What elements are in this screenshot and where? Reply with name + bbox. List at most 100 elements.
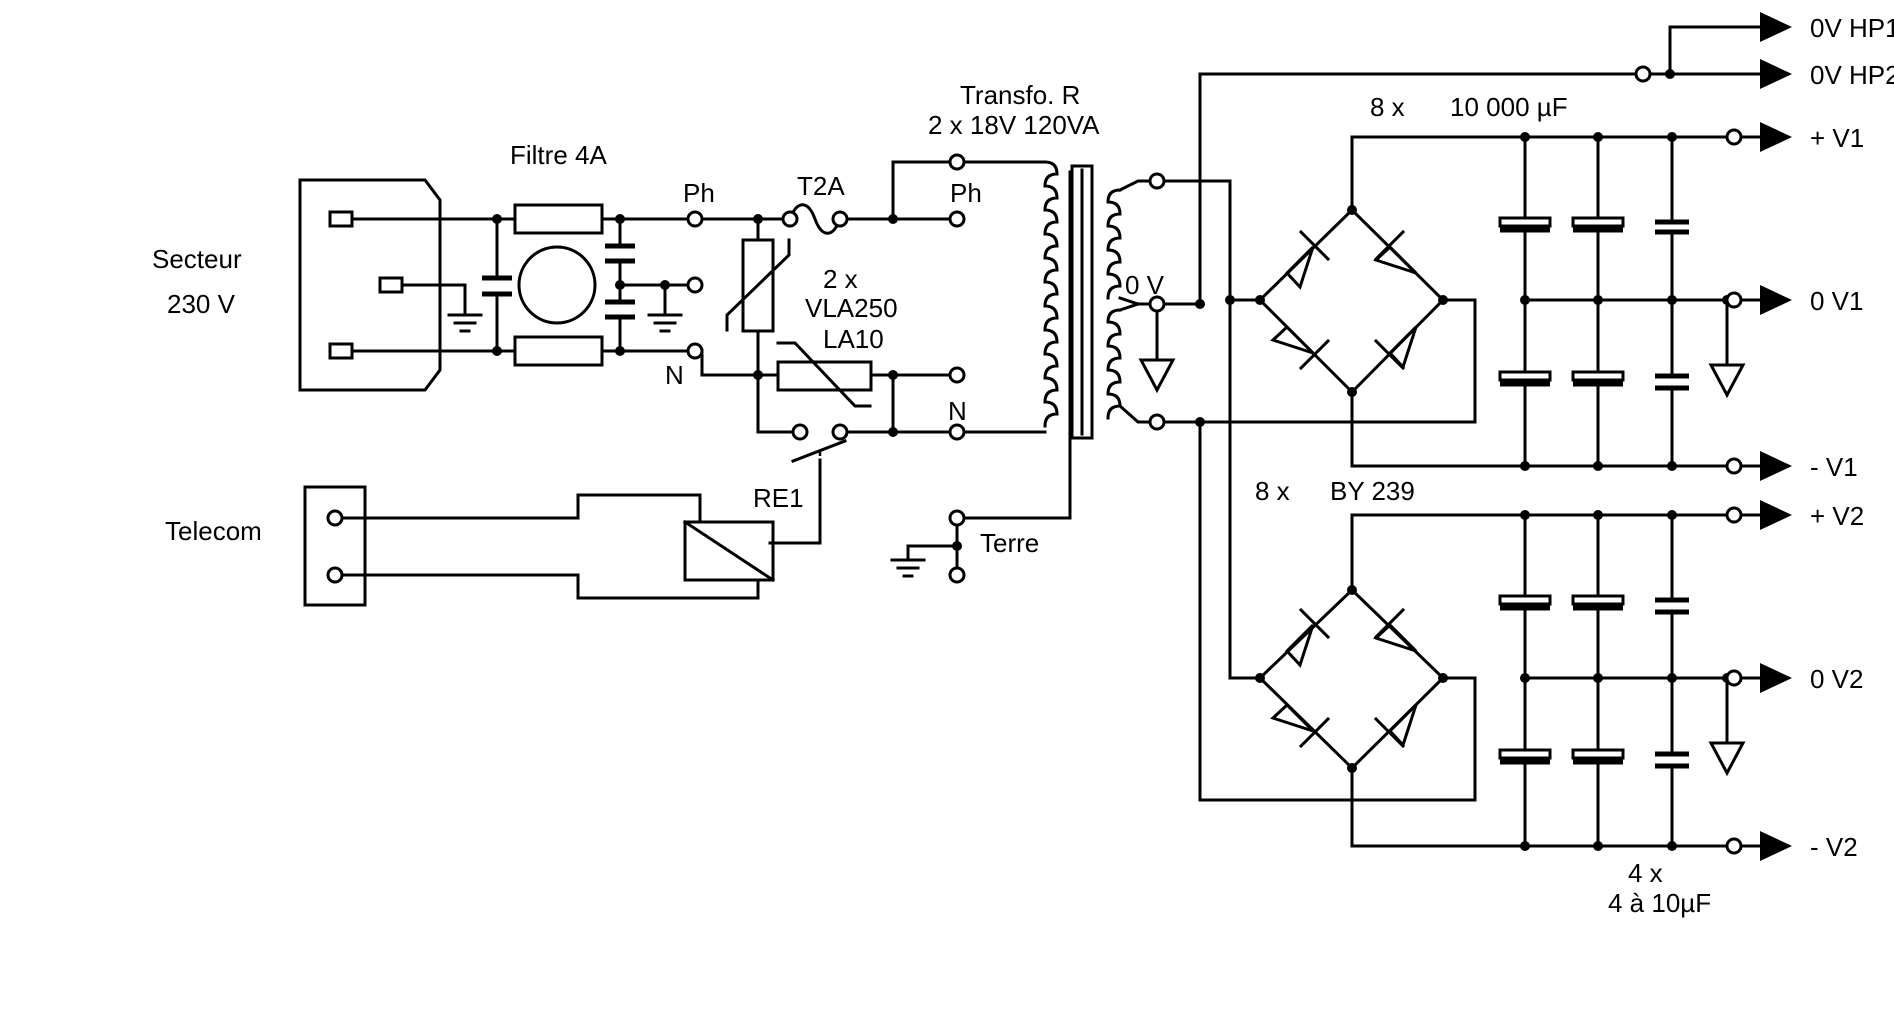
neg-v1-label: - V1 (1810, 452, 1858, 482)
varistor-count-label: 2 x (823, 264, 858, 294)
filter-neutral-terminal (686, 342, 704, 360)
component-labels: 8 x 10 000 µF 8 x BY 239 4 x 4 à 10µF (1255, 92, 1711, 918)
small-cap-2b (1655, 751, 1689, 769)
relay-label: RE1 (753, 483, 804, 513)
bridge-rectifier-2 (1257, 513, 1729, 848)
neutral-label-right: N (948, 396, 967, 426)
filter-label: Filtre 4A (510, 140, 607, 170)
electrolytic-cap-2c (1498, 748, 1552, 760)
pos-v2-terminal (1725, 506, 1743, 524)
neg-v1-terminal (1725, 457, 1743, 475)
diode-b2-3 (1270, 702, 1331, 749)
filter-phase-terminal (686, 210, 704, 228)
secondary-terminal-top (1148, 172, 1166, 190)
earth-terminal-top (948, 509, 966, 527)
zero-v1-label: 0 V1 (1810, 286, 1864, 316)
electrolytic-cap-1a (1498, 216, 1552, 228)
diode-b2-1 (1284, 607, 1331, 668)
small-cap-1b (1655, 373, 1689, 391)
filter-core (517, 245, 597, 325)
zero-v1-terminal (1725, 291, 1743, 309)
telecom-relay-block: Telecom RE1 (165, 483, 804, 607)
small-cap-count-label: 4 x (1628, 858, 1663, 888)
small-cap-value-label: 4 à 10µF (1608, 888, 1711, 918)
secondary-wiring (1162, 72, 1638, 802)
telecom-connector (303, 485, 367, 607)
diode-b1-2 (1373, 229, 1418, 275)
outputs: 0V HP1 0V HP2 + V1 0 V1 - V1 + V2 0 V2 -… (1634, 12, 1894, 862)
neg-v1-arrow (1760, 451, 1792, 481)
diode-b2-4 (1373, 703, 1418, 749)
secondary-terminal-bottom (1148, 413, 1166, 431)
zero-v2-terminal (1725, 669, 1743, 687)
inlet-pin-neutral (328, 342, 354, 360)
phase-label-left: Ph (683, 178, 715, 208)
fuse-label: T2A (797, 171, 845, 201)
hp1-arrow (1760, 12, 1792, 42)
hp2-label: 0V HP2 (1810, 60, 1894, 90)
transformer-secondary-1 (1106, 188, 1122, 300)
electrolytic-cap-1b (1571, 216, 1625, 228)
electrolytic-cap-2a (1498, 594, 1552, 606)
hp2-arrow (1760, 59, 1792, 89)
small-cap-1a (1655, 219, 1689, 235)
diode-b1-3 (1270, 324, 1331, 371)
mains-filter-block: Secteur 230 V Filtre 4A Ph N (152, 140, 715, 392)
bridge-cap-value-label: 10 000 µF (1450, 92, 1568, 122)
earth-terminal-bottom (948, 566, 966, 584)
pos-v1-label: + V1 (1810, 123, 1864, 153)
hp2-terminal (1634, 65, 1652, 83)
electrolytic-cap-1d (1571, 370, 1625, 382)
electrolytic-cap-2d (1571, 748, 1625, 760)
varistor-ref2-label: LA10 (823, 324, 884, 354)
varistor-vertical (741, 238, 775, 333)
transformer-primary (1043, 160, 1059, 428)
primary-phase-terminal-b (948, 210, 966, 228)
mains-label: Secteur (152, 244, 242, 274)
capacitor-bank-1 (1498, 132, 1746, 471)
mains-inlet-outline (298, 178, 442, 392)
filter-choke-bottom (513, 335, 604, 367)
earth-block: Terre (890, 170, 1072, 584)
pos-v2-arrow (1760, 500, 1792, 530)
diode-ref-label: BY 239 (1330, 476, 1415, 506)
filter-choke-top (513, 203, 604, 235)
hp1-label: 0V HP1 (1810, 13, 1894, 43)
filter-earth-terminal (686, 276, 704, 294)
bridge-count-label: 8 x (1370, 92, 1405, 122)
primary-neutral-terminal-b (948, 423, 966, 441)
primary-neutral-terminal-a (948, 366, 966, 384)
transformer-secondary-2 (1106, 308, 1122, 420)
pos-v1-terminal (1725, 128, 1743, 146)
inlet-pin-earth (378, 276, 404, 294)
transformer-rating-label: 2 x 18V 120VA (928, 110, 1100, 140)
neg-v2-label: - V2 (1810, 832, 1858, 862)
telecom-label: Telecom (165, 516, 262, 546)
earth-label: Terre (980, 528, 1039, 558)
neutral-label-left: N (665, 360, 684, 390)
mains-voltage-label: 230 V (167, 289, 236, 319)
varistor-ref1-label: VLA250 (805, 293, 898, 323)
transformer-title-label: Transfo. R (960, 80, 1080, 110)
diode-b1-4 (1373, 325, 1418, 371)
pos-v2-label: + V2 (1810, 501, 1864, 531)
neg-v2-terminal (1725, 837, 1743, 855)
relay-coil (683, 520, 775, 582)
zero-volt-label: 0 V (1125, 270, 1165, 300)
transformer-core (1070, 164, 1094, 440)
diode-count-label: 8 x (1255, 476, 1290, 506)
fuse (788, 203, 842, 235)
protection-block: T2A Ph N 2 x VLA250 LA10 (700, 153, 1047, 545)
diode-b1-1 (1284, 229, 1331, 290)
transformer: Transfo. R 2 x 18V 120VA 0 V (928, 80, 1176, 440)
diode-b2-2 (1373, 607, 1418, 653)
primary-phase-terminal-a (948, 153, 966, 171)
inlet-pin-phase (328, 210, 354, 228)
pos-v1-arrow (1760, 122, 1792, 152)
zero-v2-label: 0 V2 (1810, 664, 1864, 694)
electrolytic-cap-1c (1498, 370, 1552, 382)
phase-label-right: Ph (950, 178, 982, 208)
zero-v1-arrow (1760, 285, 1792, 315)
neg-v2-arrow (1760, 831, 1792, 861)
